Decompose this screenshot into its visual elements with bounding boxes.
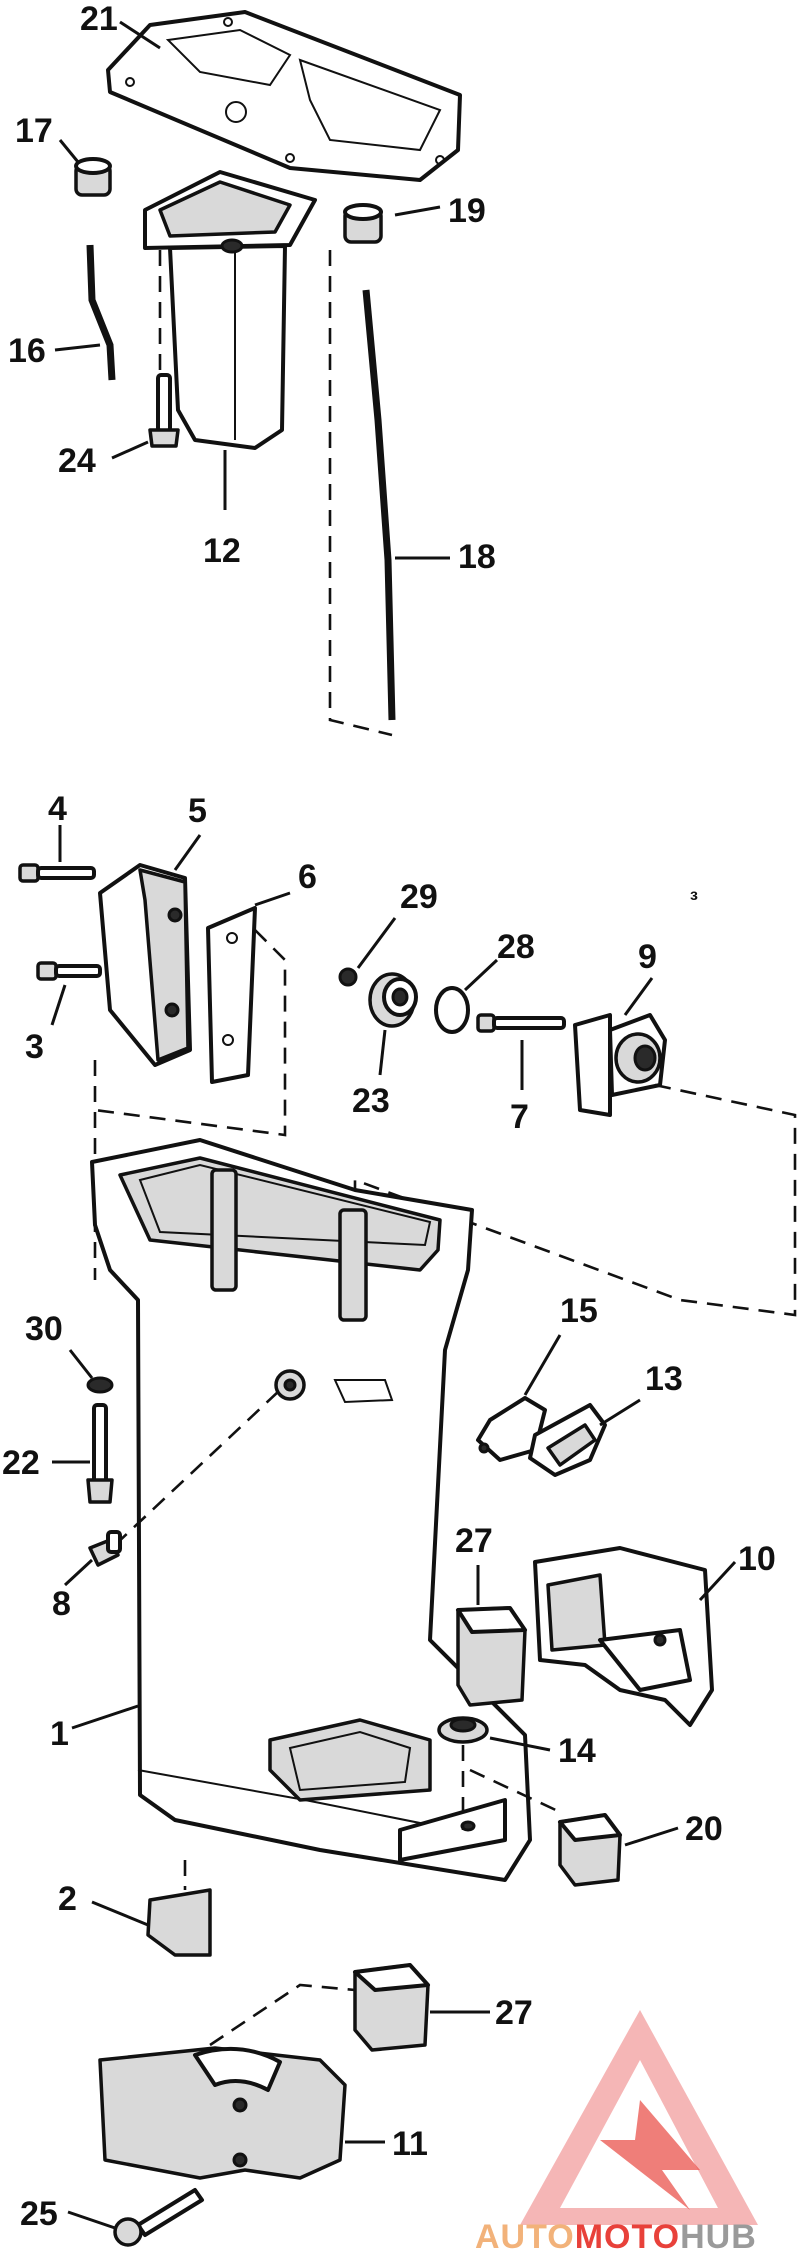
callout-12: 12 (203, 532, 241, 570)
part-13-bracket (528, 1403, 607, 1477)
watermark-text: AUTOMOTOHUB (475, 2218, 757, 2256)
callout-11: 11 (392, 2125, 428, 2163)
part-3-screw (36, 961, 102, 981)
part-7-screw (476, 1013, 566, 1033)
leader-1 (71, 1704, 139, 1730)
leader-23 (378, 1029, 387, 1076)
callout-5: 5 (188, 792, 207, 830)
leader-2 (91, 1900, 149, 1927)
callout-28: 28 (497, 928, 535, 966)
part-30-washer (86, 1376, 114, 1394)
leader-21 (119, 20, 161, 50)
callout-30: 30 (25, 1310, 63, 1348)
part-2-plate (146, 1888, 212, 1957)
leader-15 (523, 1334, 562, 1396)
part-1-housing (90, 1138, 532, 1882)
part-4-screw (18, 863, 96, 883)
leader-24 (111, 440, 149, 460)
callout-23: 23 (352, 1082, 390, 1120)
callout-15: 15 (560, 1292, 598, 1330)
callout-13: 13 (645, 1360, 683, 1398)
leader-6 (254, 891, 291, 907)
part-28-oring (434, 986, 470, 1034)
callout-22: 22 (2, 1444, 40, 1482)
dash-18 (328, 250, 393, 737)
callout-9: 9 (638, 938, 657, 976)
callout-17: 17 (15, 112, 53, 150)
part-16-tube (86, 244, 116, 381)
part-10-bracket (533, 1546, 714, 1727)
callout-20: 20 (685, 1810, 723, 1848)
part-20-block (558, 1813, 622, 1887)
part-25-screw (113, 2188, 204, 2247)
callout-10: 10 (738, 1540, 776, 1578)
watermark-auto: AUTO (475, 2218, 575, 2256)
callout-2: 2 (58, 1880, 77, 1918)
callout-29: 29 (400, 878, 438, 916)
callout-16: 16 (8, 332, 46, 370)
watermark-moto: MOTO (575, 2218, 680, 2256)
leader-19 (394, 205, 441, 217)
callout-18: 18 (458, 538, 496, 576)
callout-24: 24 (58, 442, 96, 480)
leader-5 (173, 834, 202, 871)
leader-16 (54, 343, 101, 352)
callout-8: 8 (52, 1585, 71, 1623)
part-27-block-upper (456, 1606, 527, 1707)
part-12-housing (143, 170, 317, 450)
part-21-gasket (106, 10, 462, 182)
part-5-cover (98, 863, 192, 1067)
part-11-cover (98, 2046, 347, 2180)
leader-9 (623, 977, 654, 1016)
leader-29 (356, 917, 397, 969)
callout-3: 3 (25, 1028, 44, 1066)
callout-21: 21 (80, 0, 118, 38)
leader-8 (63, 1558, 94, 1587)
callout-14: 14 (558, 1732, 596, 1770)
part-19-grommet (343, 203, 383, 244)
watermark-logo (520, 2010, 758, 2225)
part-29-screw (338, 967, 358, 987)
callout-6: 6 (298, 858, 317, 896)
leader-25 (67, 2210, 116, 2230)
leader-3 (50, 984, 67, 1026)
callout-27-lower: 27 (495, 1994, 533, 2032)
part-6-gasket (206, 906, 257, 1084)
part-24-screw (148, 373, 180, 448)
callout-4: 4 (48, 790, 67, 828)
part-27-block-lower (353, 1963, 430, 2052)
callout-25: 25 (20, 2195, 58, 2233)
callout-19: 19 (448, 192, 486, 230)
leader-20 (624, 1826, 679, 1847)
watermark-bolt-icon (600, 2100, 700, 2210)
part-8-screw (88, 1530, 122, 1567)
watermark-triangle-icon (520, 2010, 758, 2225)
dash-1-8 (114, 1389, 281, 1546)
part-18-tube (362, 289, 396, 721)
part-14-mount (437, 1716, 489, 1744)
part-22-screw (86, 1403, 114, 1504)
callout-1: 1 (50, 1715, 69, 1753)
watermark-hub: HUB (680, 2218, 757, 2256)
leader-30 (68, 1349, 94, 1379)
leader-17 (58, 139, 80, 163)
part-23-fitting (368, 972, 418, 1028)
leader-14 (489, 1736, 551, 1752)
leader-10 (698, 1560, 737, 1602)
leader-28 (463, 958, 499, 992)
stray-mark: ɜ (690, 887, 698, 904)
dash-11 (209, 1983, 356, 2047)
callout-27-upper: 27 (455, 1522, 493, 1560)
leader-13 (599, 1398, 641, 1427)
dash-14 (461, 1745, 561, 1830)
part-17-grommet (74, 157, 112, 197)
part-9-switch (573, 1013, 667, 1117)
callout-7: 7 (510, 1098, 529, 1136)
